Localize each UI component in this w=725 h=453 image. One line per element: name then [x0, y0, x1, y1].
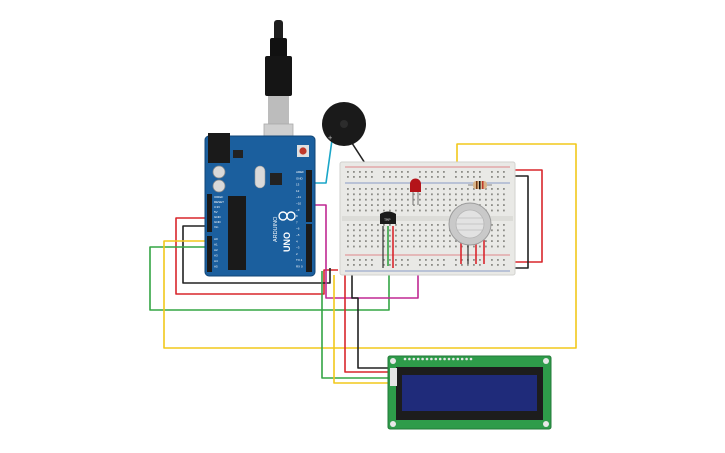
lcd-header-pins: [403, 357, 473, 361]
lcd-screen: [402, 375, 537, 411]
atmega-chip: [228, 196, 246, 270]
pin-label: A5: [214, 265, 218, 269]
pin-label: 13: [296, 183, 300, 187]
pin-label: IOREF: [214, 195, 223, 199]
pin-label: ~11: [296, 195, 301, 199]
pin-label: 5V: [214, 210, 218, 214]
pin-label: 3.3V: [214, 205, 220, 209]
pin-label: A1: [214, 243, 218, 247]
pin-label: A0: [214, 237, 218, 241]
pin-label: GND: [214, 215, 222, 219]
wire-yellow-big-loop[interactable]: [163, 143, 577, 349]
arduino-uno-board[interactable]: ARDUINO UNO IOREFRESET3.3V5VGNDGNDVinA0A…: [204, 133, 316, 277]
led-icon[interactable]: [410, 178, 421, 205]
digital-header-top: [306, 170, 312, 222]
wire-yellow-lcd[interactable]: [333, 275, 392, 384]
pin-label: ~6: [296, 227, 300, 231]
pin-label: 2: [296, 252, 298, 256]
wire-green-arduino-loop[interactable]: [149, 240, 390, 311]
wire-green-lcd[interactable]: [321, 271, 392, 379]
arduino-brand-text: ARDUINO: [273, 216, 279, 242]
wire-red-right-rail[interactable]: [505, 169, 543, 263]
power-header: [207, 194, 212, 232]
pin-label: ~10: [296, 202, 301, 206]
pin-label: A2: [214, 248, 218, 252]
capacitor: [212, 179, 226, 193]
piezo-buzzer-icon[interactable]: +: [322, 102, 366, 146]
arduino-model-text: UNO: [282, 232, 292, 252]
power-jack: [208, 133, 230, 163]
pin-label: AREF: [296, 170, 304, 174]
pin-labels-right: AREF GND 13 12 ~11 ~10 ~9 8 7 ~6 ~5 4 ~3 2 TX 1 RX 0: [296, 170, 304, 269]
wire-cyan-buzzer[interactable]: [313, 139, 333, 184]
usb-chip: [270, 173, 282, 185]
capacitor: [212, 165, 226, 179]
pin-label: RX 0: [296, 265, 303, 269]
svg-text:+: +: [328, 134, 332, 142]
pin-label: 7: [296, 220, 298, 224]
arduino-logo: [278, 211, 296, 221]
wire-red-lcd[interactable]: [344, 266, 392, 373]
pin-label: Vin: [214, 225, 219, 229]
pin-label: 8: [296, 214, 298, 218]
lcd-display-icon[interactable]: [387, 355, 552, 430]
pin-label: RESET: [214, 200, 224, 204]
digital-header-bottom: [306, 224, 312, 272]
wire-black-lcd[interactable]: [351, 264, 392, 369]
crystal: [254, 165, 266, 189]
voltage-regulator: [233, 150, 243, 158]
resistor-icon[interactable]: [468, 181, 492, 189]
wire-black-arduino-loop[interactable]: [182, 225, 331, 284]
analog-header: [207, 236, 212, 272]
pin-label: ~9: [296, 208, 300, 212]
pin-label: ~3: [296, 246, 300, 250]
gas-sensor-icon[interactable]: [448, 202, 492, 264]
pin-label: GND: [214, 220, 222, 224]
pin-label: A3: [214, 254, 218, 258]
pin-label: TX 1: [296, 258, 303, 262]
pin-label: 4: [296, 239, 298, 243]
pin-label: GND: [296, 176, 304, 180]
pin-label: 12: [296, 189, 300, 193]
pin-label: A4: [214, 259, 218, 263]
pin-label: ~5: [296, 233, 300, 237]
temperature-sensor-icon[interactable]: TMP: [380, 211, 396, 269]
sensor-label: TMP: [384, 218, 391, 222]
